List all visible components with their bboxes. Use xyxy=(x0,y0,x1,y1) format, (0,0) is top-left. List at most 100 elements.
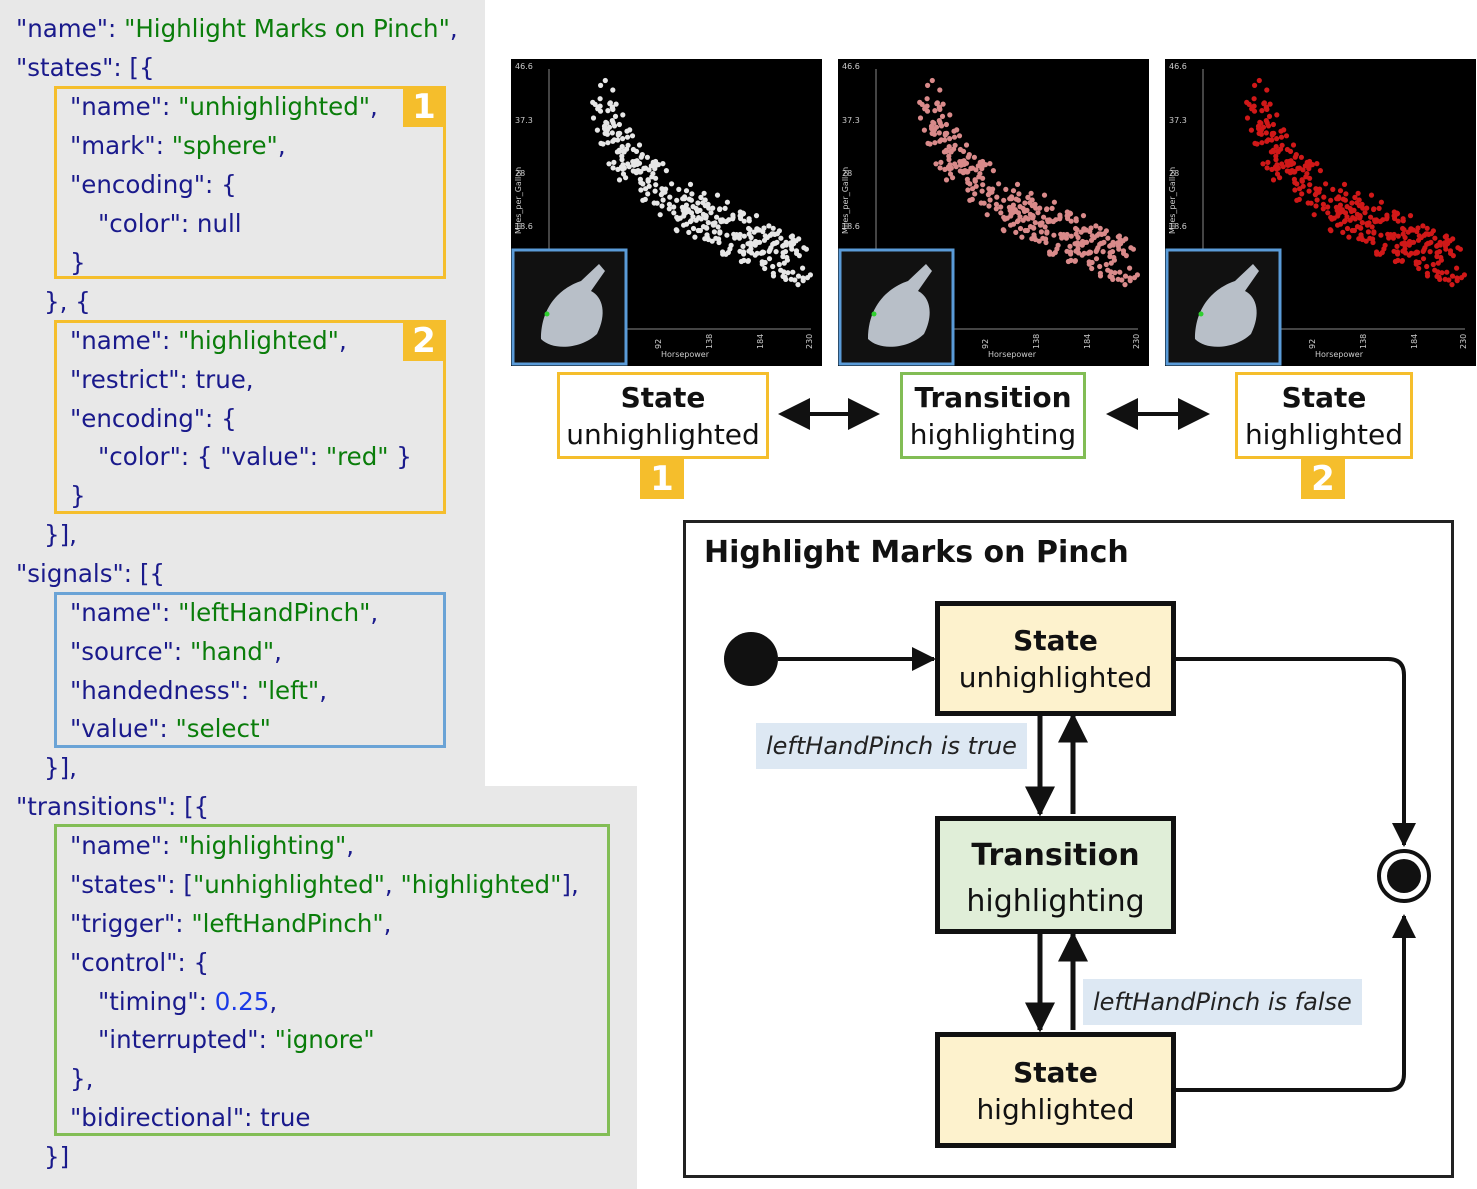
scatter-point xyxy=(1313,203,1319,209)
scatter-point xyxy=(950,175,956,181)
scatter-point xyxy=(778,235,784,241)
code-line: }], xyxy=(44,520,77,550)
initial-node xyxy=(724,632,778,686)
pinch-indicator xyxy=(1198,311,1204,317)
scatter-point xyxy=(1097,225,1103,231)
scatter-point xyxy=(958,162,964,168)
scatter-point xyxy=(924,96,930,102)
scatter-point xyxy=(722,205,728,211)
scatter-point xyxy=(1080,213,1087,219)
scatter-point xyxy=(1337,188,1344,194)
scatter-point xyxy=(1010,209,1016,215)
code-token: }, { xyxy=(44,287,91,316)
scatter-point xyxy=(1068,233,1074,239)
node-kind: State xyxy=(1013,1056,1098,1089)
x-tick-label: 230 xyxy=(1132,334,1141,349)
scatter-point xyxy=(1285,162,1291,168)
scatter-point xyxy=(703,213,709,219)
scatter-point xyxy=(737,248,743,254)
y-axis-label: Miles_per_Gallon xyxy=(1168,167,1177,234)
scatter-point xyxy=(969,196,975,202)
scatter-point xyxy=(662,189,668,195)
scatter-point xyxy=(671,204,677,210)
y-tick-label: 28 xyxy=(842,169,852,178)
scatter-point xyxy=(1264,87,1270,93)
scatter-point xyxy=(760,250,766,256)
code-line: }] xyxy=(44,1142,69,1172)
scatter-point xyxy=(1376,205,1382,211)
scatter-point xyxy=(612,113,619,119)
code-line: "control": { xyxy=(70,948,209,978)
scatter-point xyxy=(609,104,615,110)
scatter-point xyxy=(1385,231,1391,237)
scatter-point xyxy=(1266,113,1273,119)
code-token: , xyxy=(346,831,355,860)
scatter-point xyxy=(965,187,971,193)
scatter-point xyxy=(1320,201,1326,207)
scatter-point xyxy=(687,181,694,187)
scatter-point xyxy=(938,137,944,143)
scatter-point xyxy=(646,167,652,173)
scatter-point xyxy=(709,238,715,244)
scatter-point xyxy=(706,205,712,211)
code-line: "encoding": { xyxy=(70,170,237,200)
y-tick-label: 18.6 xyxy=(1169,222,1187,231)
scatter-point xyxy=(714,214,720,220)
y-axis-label: Miles_per_Gallon xyxy=(841,167,850,234)
scatter-point xyxy=(994,194,1000,200)
scatter-point xyxy=(1264,120,1270,126)
scatter-point xyxy=(767,247,773,253)
code-token: "signals" xyxy=(16,559,124,588)
scatter-point xyxy=(1265,159,1271,165)
scatter-point xyxy=(746,231,752,237)
scatter-point xyxy=(925,140,931,146)
scatter-point xyxy=(1426,231,1432,237)
scatter-point xyxy=(1284,146,1290,153)
scatter-point xyxy=(700,224,707,230)
scatter-point xyxy=(653,182,659,188)
scatter-point xyxy=(606,161,612,167)
scatter-point xyxy=(1316,189,1322,195)
scatter-point xyxy=(1438,257,1444,263)
code-token: }], xyxy=(44,520,77,549)
scatter-point xyxy=(708,210,714,216)
scatter-point xyxy=(1402,250,1409,256)
y-tick-label: 28 xyxy=(515,169,525,178)
code-token: "restrict" xyxy=(70,365,180,394)
code-token: "states" xyxy=(70,870,168,899)
code-token: , xyxy=(277,131,286,160)
scatter-point xyxy=(759,261,765,267)
code-token: "unhighlighted" xyxy=(192,870,385,899)
label-kind: State xyxy=(620,381,706,414)
y-axis-label: Miles_per_Gallon xyxy=(514,167,523,234)
scatter-point xyxy=(683,209,689,215)
scatter-point xyxy=(605,108,611,114)
node-transition-highlighting: Transition highlighting xyxy=(935,816,1176,934)
scatter-point xyxy=(1044,206,1050,212)
scatter-plot-unhighlighted: 46.637.32818.69.304692138184230Miles_per… xyxy=(511,59,822,366)
scatter-point xyxy=(1434,253,1440,260)
scatter-point xyxy=(943,177,950,183)
code-token: "leftHandPinch" xyxy=(178,598,371,627)
scatter-point xyxy=(778,267,784,273)
scatter-point xyxy=(1028,190,1034,196)
scatter-point xyxy=(930,119,936,125)
scatter-point xyxy=(655,162,661,168)
scatter-point xyxy=(611,137,617,143)
code-token: , xyxy=(383,909,392,938)
scatter-point xyxy=(984,212,990,218)
scatter-point xyxy=(590,99,596,105)
scatter-point xyxy=(603,119,609,125)
states-highlighted-box xyxy=(54,320,446,514)
scatter-point xyxy=(1395,218,1401,224)
scatter-point xyxy=(1314,161,1320,167)
code-token: "name" xyxy=(16,14,109,43)
scatter-point xyxy=(1046,217,1052,223)
scatter-point xyxy=(1122,282,1128,288)
scatter-point xyxy=(741,257,747,263)
x-axis-label: Horsepower xyxy=(1315,350,1364,359)
code-panel-background xyxy=(0,0,485,786)
scatter-point xyxy=(973,183,979,189)
scatter-point xyxy=(998,210,1004,216)
scatter-point xyxy=(1280,164,1286,170)
